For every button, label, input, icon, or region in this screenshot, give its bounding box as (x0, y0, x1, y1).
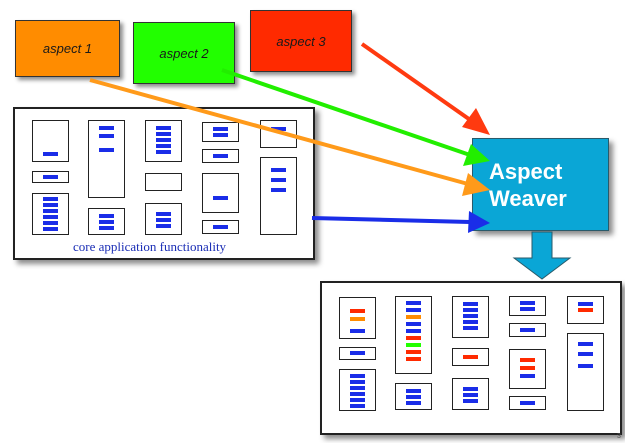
module (339, 347, 376, 360)
aspect-weaver-box: Aspect Weaver (472, 138, 609, 231)
core-application-label: core application functionality (73, 239, 227, 254)
module (395, 383, 432, 410)
module (509, 349, 546, 389)
blue-arrow (311, 211, 490, 233)
aspect-2-box: aspect 2 (133, 22, 235, 84)
module (32, 193, 69, 235)
woven-application-panel (320, 281, 622, 435)
module (202, 220, 239, 234)
module (260, 120, 297, 148)
module (509, 396, 546, 410)
aspect-weaver-line1: Aspect (489, 158, 563, 184)
aspect-3-box: aspect 3 (250, 10, 352, 72)
module (32, 120, 69, 162)
module (88, 208, 125, 235)
aspect-weaver-line2: Weaver (489, 185, 567, 211)
module (202, 122, 239, 142)
down-arrow (512, 231, 572, 280)
module (145, 173, 182, 191)
module (567, 296, 604, 324)
module (88, 120, 125, 198)
aspect-1-label: aspect 1 (42, 41, 93, 56)
module (145, 120, 182, 162)
red-arrow (360, 42, 490, 135)
module (202, 173, 239, 213)
aspect-3-label: aspect 3 (276, 33, 326, 49)
module (145, 203, 182, 235)
module (452, 348, 489, 366)
slide-number: 3 (617, 433, 621, 440)
module (339, 297, 376, 339)
module (452, 296, 489, 338)
core-application-panel: core application functionality (13, 107, 315, 260)
module (509, 323, 546, 337)
module (339, 369, 376, 411)
module (260, 157, 297, 235)
module (32, 171, 69, 183)
aspect-2-label: aspect 2 (159, 45, 209, 61)
module (509, 296, 546, 316)
aspect-1-box: aspect 1 (15, 20, 120, 77)
module (395, 296, 432, 374)
module (567, 333, 604, 411)
module (452, 378, 489, 410)
module (202, 149, 239, 163)
